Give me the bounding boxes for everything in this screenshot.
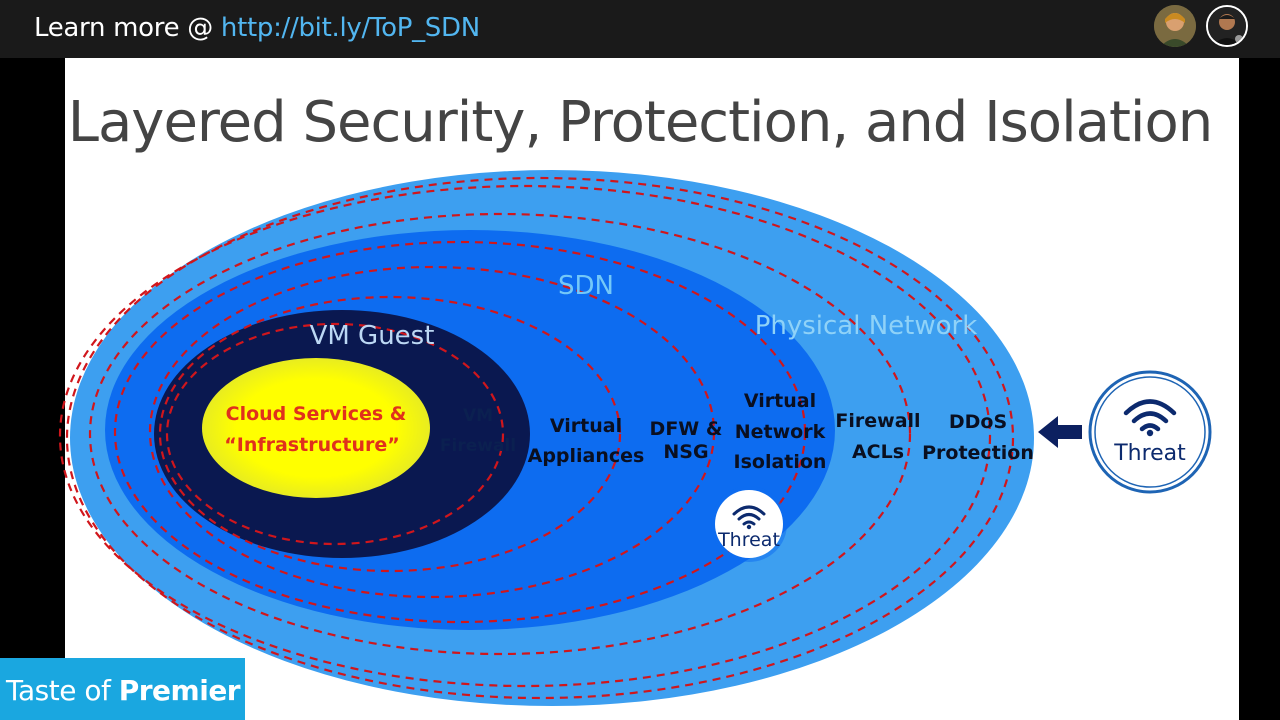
layer-ring-dfw-nsg (148, 265, 716, 599)
dfw-label-2: NSG (663, 441, 708, 463)
firewall-acls-label-2: ACLs (852, 441, 904, 463)
threat-badge-outer: Threat (1088, 370, 1212, 494)
vm-guest-label: VM Guest (310, 321, 435, 351)
brand-text: Taste of Premier (6, 674, 241, 707)
learn-more-text: Learn more @ http://bit.ly/ToP_SDN (34, 13, 480, 43)
learn-more-prefix: Learn more @ (34, 13, 221, 43)
top-bar: Learn more @ http://bit.ly/ToP_SDN (0, 0, 1280, 58)
slide-title: Layered Security, Protection, and Isolat… (67, 90, 1213, 155)
virtual-appliances-label-1: Virtual (550, 415, 622, 437)
participant-avatar-2[interactable] (1206, 5, 1248, 47)
vni-label-2: Network (735, 421, 826, 443)
brand-prefix: Taste of (6, 674, 119, 707)
threat-badge-inner: Threat (711, 486, 787, 562)
layer-ring-virtual-appliances (158, 295, 622, 573)
firewall-acls-label-1: Firewall (835, 410, 920, 432)
layer-ring-vm-firewall (165, 322, 505, 546)
layer-ring-outer (65, 176, 1015, 700)
participant-avatar-1[interactable] (1154, 5, 1196, 47)
vm-firewall-label-1: VM (463, 406, 493, 426)
arrow-left-icon (1038, 416, 1082, 448)
ddos-label-1: DDoS (949, 411, 1007, 433)
vni-label-3: Isolation (734, 451, 827, 473)
person-icon (1154, 5, 1196, 47)
physical-network-label: Physical Network (755, 311, 978, 341)
vm-firewall-label-2: Firewall (440, 436, 516, 456)
layer-ring-firewall-acls (88, 212, 912, 656)
wifi-icon (732, 505, 766, 526)
security-layer-rings (58, 176, 1015, 700)
ring-labels: VM Firewall Virtual Appliances DFW & NSG… (440, 390, 1034, 473)
threat-inner-label: Threat (717, 529, 780, 551)
layer-ring-vni (113, 240, 807, 624)
vni-label-1: Virtual (744, 390, 816, 412)
brand-badge: Taste of Premier (0, 658, 245, 720)
core-line-1: Cloud Services & (226, 403, 407, 425)
learn-more-link[interactable]: http://bit.ly/ToP_SDN (220, 13, 480, 43)
cloud-core-ellipse (202, 358, 430, 498)
ddos-label-2: Protection (922, 442, 1034, 464)
wifi-icon (1123, 399, 1177, 432)
dfw-label-1: DFW & (650, 418, 723, 440)
person-icon (1208, 7, 1246, 45)
virtual-appliances-label-2: Appliances (528, 445, 645, 467)
threat-outer-label: Threat (1113, 441, 1186, 466)
sdn-label: SDN (558, 271, 614, 301)
layer-ring-ddos (58, 184, 992, 688)
core-line-2: “Infrastructure” (224, 434, 399, 456)
brand-bold: Premier (118, 674, 241, 707)
